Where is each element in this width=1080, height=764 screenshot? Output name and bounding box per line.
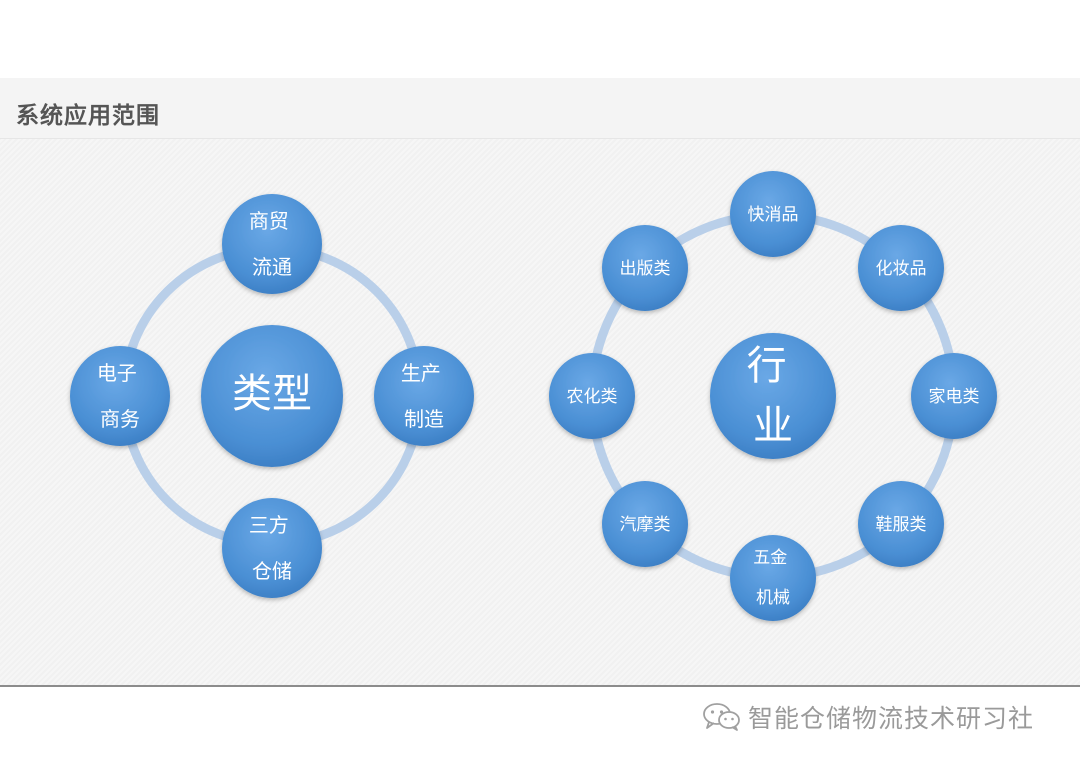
- page-title: 系统应用范围: [16, 103, 160, 129]
- svg-text:化妆品: 化妆品: [876, 259, 927, 279]
- node-footwear-apparel: 鞋服类: [858, 481, 944, 567]
- node-manufacturing-line1: 生产: [401, 361, 441, 385]
- node-e-commerce-line1: 电子: [97, 361, 137, 385]
- slide-canvas: 系统应用范围: [0, 78, 1080, 686]
- footer-watermark: 智能仓储物流技术研习社: [702, 700, 1034, 734]
- type-center-label: 类型: [232, 371, 312, 417]
- svg-text:行 业: 行 业: [747, 343, 800, 449]
- node-fmcg: 快消品: [730, 171, 816, 257]
- node-cosmetics: 化妆品: [858, 225, 944, 311]
- type-center-circle: [201, 325, 343, 467]
- node-agrochemicals: 农化类: [549, 353, 635, 439]
- type-diagram: 类型 商贸 流通 生产 制造 三方: [70, 194, 474, 598]
- node-automotive: 汽摩类: [602, 481, 688, 567]
- wechat-icon: [703, 703, 740, 731]
- node-third-party-warehousing-line1: 三方: [249, 513, 289, 537]
- industry-center-line2: 业: [753, 403, 793, 449]
- node-third-party-warehousing-line2: 仓储: [252, 559, 292, 583]
- svg-text:三方 仓储: 三方 仓储: [249, 513, 295, 583]
- industry-diagram: 行 业 快消品 化妆品 家电类: [549, 171, 997, 621]
- node-publishing: 出版类: [602, 225, 688, 311]
- header-band: 系统应用范围: [0, 78, 1080, 139]
- node-third-party-warehousing: 三方 仓储: [222, 498, 322, 598]
- svg-text:生产 制造: 生产 制造: [401, 361, 447, 431]
- svg-text:农化类: 农化类: [567, 387, 618, 407]
- svg-text:电子 商务: 电子 商务: [97, 361, 143, 431]
- node-e-commerce: 电子 商务: [70, 346, 170, 446]
- svg-text:商贸 流通: 商贸 流通: [249, 209, 295, 279]
- svg-text:汽摩类: 汽摩类: [620, 515, 671, 535]
- node-manufacturing-line2: 制造: [404, 407, 444, 431]
- svg-text:出版类: 出版类: [620, 259, 671, 279]
- svg-text:家电类: 家电类: [929, 387, 980, 407]
- bottom-divider: [0, 685, 1080, 687]
- node-home-appliances: 家电类: [911, 353, 997, 439]
- node-trade-circulation: 商贸 流通: [222, 194, 322, 294]
- svg-text:五金 机械: 五金 机械: [753, 548, 792, 608]
- node-trade-circulation-line2: 流通: [252, 255, 292, 279]
- node-trade-circulation-line1: 商贸: [249, 209, 289, 233]
- node-hardware-machinery: 五金 机械: [730, 535, 816, 621]
- node-e-commerce-line2: 商务: [100, 407, 140, 431]
- type-center-node: 类型: [201, 325, 343, 467]
- svg-text:鞋服类: 鞋服类: [876, 515, 927, 535]
- industry-center-node: 行 业: [710, 333, 836, 459]
- svg-text:快消品: 快消品: [748, 205, 799, 225]
- footer-text: 智能仓储物流技术研习社: [748, 704, 1035, 733]
- node-manufacturing: 生产 制造: [374, 346, 474, 446]
- industry-center-line1: 行: [747, 343, 787, 389]
